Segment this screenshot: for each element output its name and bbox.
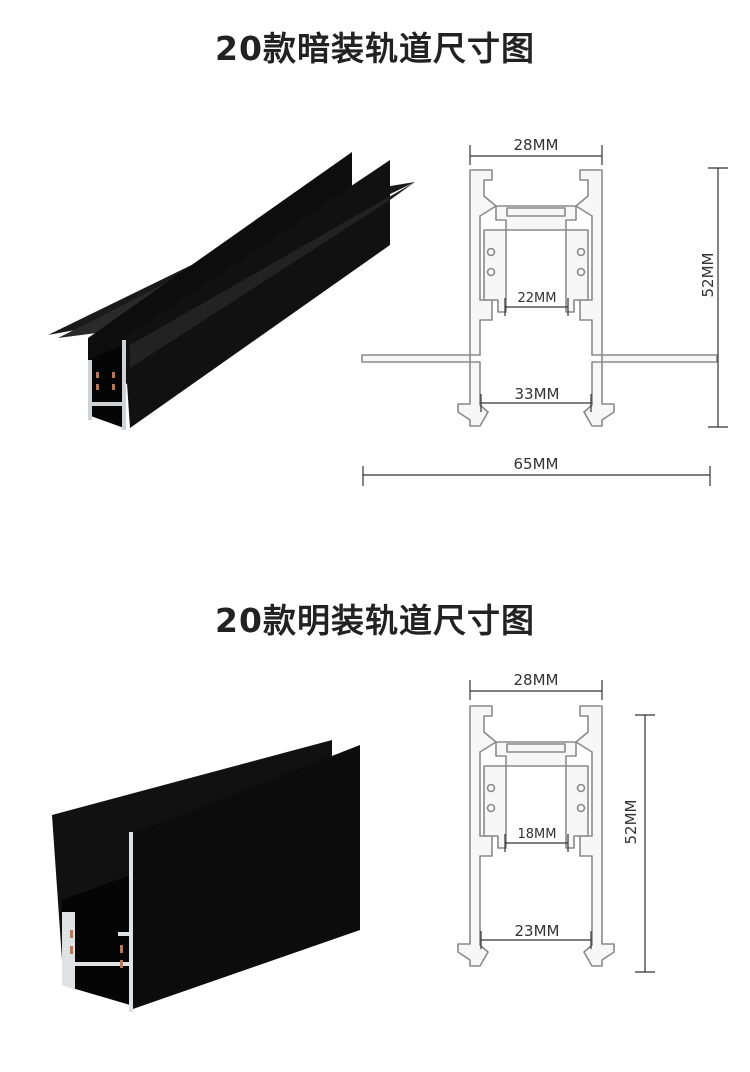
bottom-width-label-surface: 23MM: [515, 922, 560, 940]
top-width-label-surface: 28MM: [514, 671, 559, 689]
height-label: 52MM: [699, 253, 717, 298]
top-width-label: 28MM: [514, 136, 559, 154]
recessed-track-profile: [361, 169, 718, 427]
surface-track-title: 20款明装轨道尺寸图: [215, 601, 535, 640]
surface-track-profile: [457, 705, 615, 967]
recessed-track-title: 20款暗装轨道尺寸图: [215, 29, 535, 68]
inner-width-label-surface: 18MM: [518, 827, 557, 842]
recessed-track-render: [48, 152, 415, 430]
height-label-surface: 52MM: [622, 800, 640, 845]
bottom-width-label: 33MM: [515, 385, 560, 403]
inner-width-label: 22MM: [518, 291, 557, 306]
recessed-dimension-lines: [362, 145, 728, 486]
surface-track-render: [52, 740, 360, 1012]
flange-width-label: 65MM: [514, 455, 559, 473]
surface-dimension-lines: [469, 680, 655, 973]
